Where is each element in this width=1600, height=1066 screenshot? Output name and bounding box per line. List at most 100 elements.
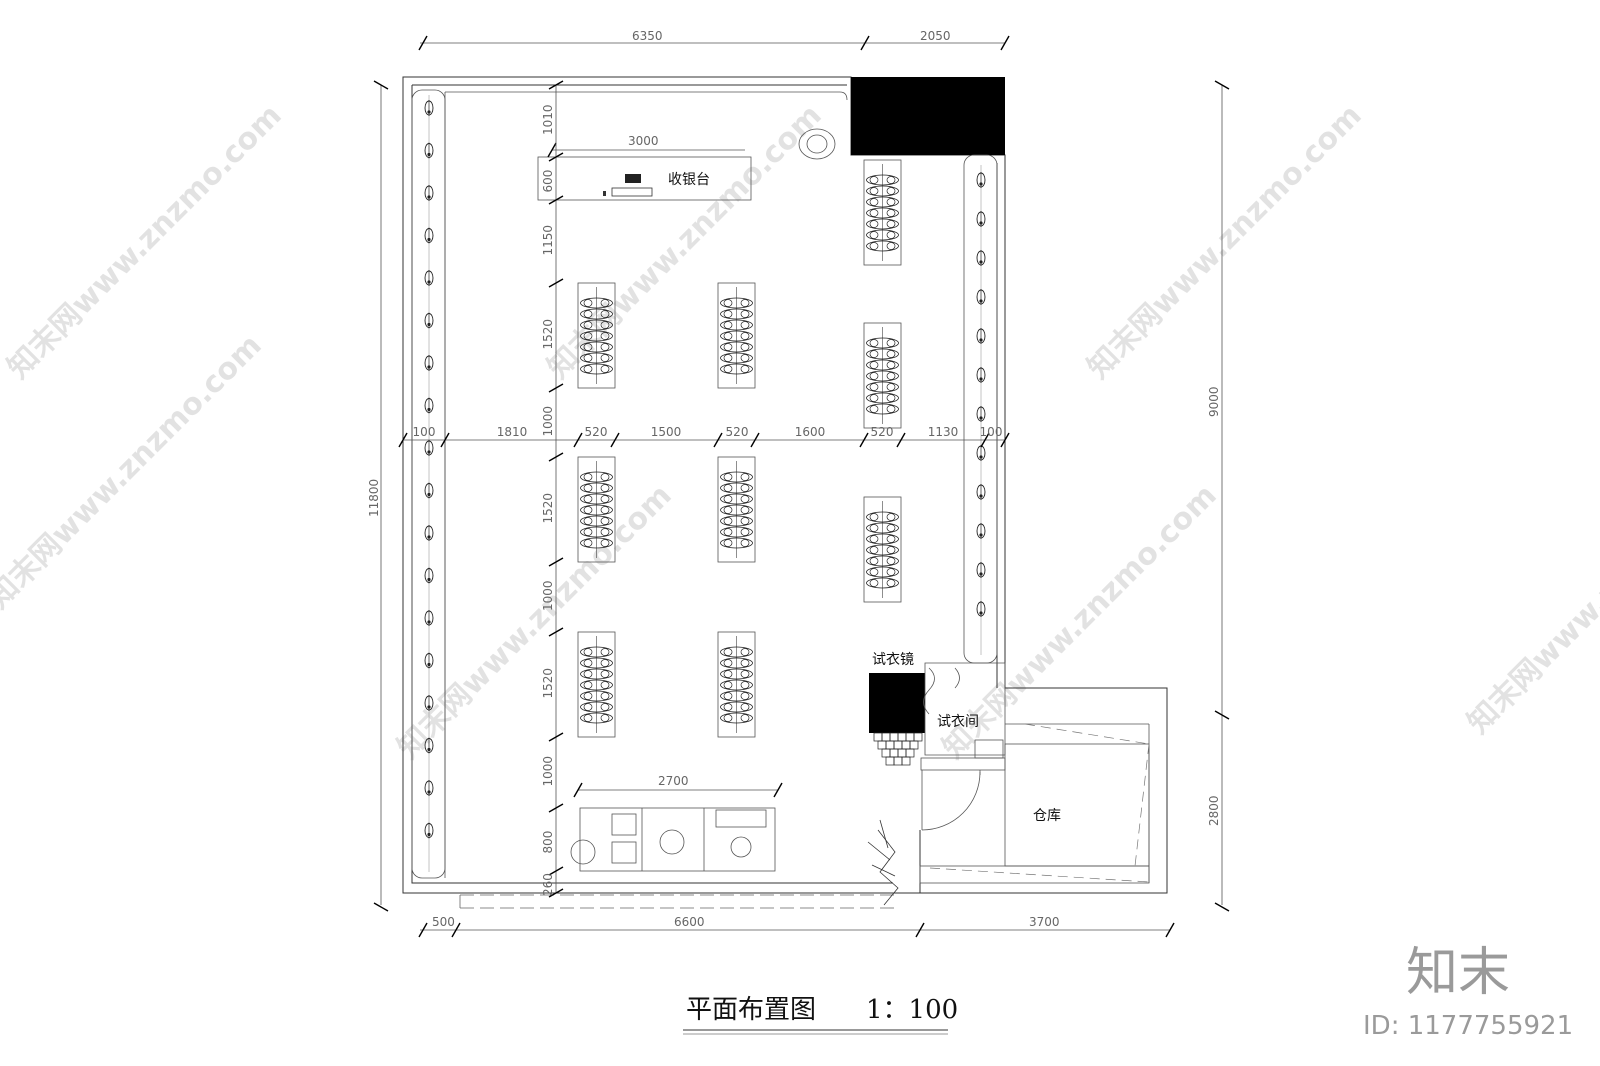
entrance — [459, 894, 895, 909]
hanger-icon — [976, 328, 986, 344]
outer-walls — [402, 76, 1168, 894]
dim-mid-segment: 100 — [980, 425, 1003, 439]
hanger-icon — [424, 822, 434, 839]
garment-icon — [580, 482, 613, 494]
dim-left-height: 11800 — [367, 479, 381, 517]
garment-icon — [866, 577, 899, 589]
garment-icon — [720, 515, 753, 527]
cashier-counter — [537, 156, 752, 201]
hanger-icon — [424, 100, 434, 116]
watermark-text: 知末网www.znzmo.com — [1461, 453, 1600, 741]
garment-icon — [866, 370, 899, 382]
garment-icon — [580, 471, 613, 483]
hanger-icon — [976, 406, 986, 422]
cashier-desk: 收银台 — [537, 156, 752, 201]
fitting-area: 试衣镜 试衣间 — [869, 652, 1006, 771]
fitting-mirror-label: 试衣镜 — [872, 652, 914, 668]
garment-icon — [580, 690, 613, 702]
dim-mid-segment: 1500 — [651, 425, 682, 439]
garment-icon — [866, 185, 899, 197]
warehouse-label: 仓库 — [1033, 808, 1061, 824]
garment-icon — [720, 701, 753, 713]
garment-icon — [866, 359, 899, 371]
fitting-curtain — [954, 667, 960, 689]
garment-icon — [580, 712, 613, 724]
dim-mid-segment: 1130 — [928, 425, 959, 439]
hanger-icon — [424, 355, 434, 371]
dim-top-right: 2050 — [920, 29, 951, 43]
dim-vertical-segment: 260 — [541, 873, 555, 896]
dim-bottom-middle: 6600 — [674, 915, 705, 929]
garment-icon — [580, 363, 613, 375]
shoe-box — [611, 813, 637, 836]
image-id-text: ID: 1177755921 — [1363, 1011, 1573, 1041]
fitting-curtain — [923, 667, 935, 715]
garment-icon — [720, 330, 753, 342]
garment-icon — [580, 701, 613, 713]
hanger-icon — [976, 445, 986, 461]
hanger-group — [976, 172, 986, 617]
hanger-icon — [976, 601, 986, 617]
hanger-icon — [976, 172, 986, 188]
garment-icon — [866, 229, 899, 241]
dim-vertical-segment: 1520 — [541, 319, 555, 350]
dim-mid-segment: 1810 — [497, 425, 528, 439]
watermark-text: 知末网www.znzmo.com — [391, 478, 679, 766]
dim-mid-segment: 100 — [413, 425, 436, 439]
garment-icon — [720, 679, 753, 691]
outer-wall-line — [402, 76, 1168, 894]
storage-shelf — [1004, 743, 1150, 867]
garment-icon — [720, 471, 753, 483]
display-bench — [570, 807, 776, 872]
garment-icon — [720, 308, 753, 320]
shoe-box — [611, 841, 637, 864]
clothing-rack — [863, 496, 902, 603]
hanger-icon — [424, 780, 434, 796]
garment-icon — [866, 566, 899, 578]
fitting-room-label: 试衣间 — [937, 714, 979, 730]
garment-icon — [720, 504, 753, 516]
garment-icon — [580, 341, 613, 353]
watermark-text: 知末网www.znzmo.com — [936, 478, 1224, 766]
bottom-dimensions: 500 6600 3700 — [418, 915, 1175, 938]
dim-mid-segment: 520 — [585, 425, 608, 439]
garment-icon — [580, 297, 613, 309]
shoe-box — [715, 809, 767, 828]
garment-icon — [580, 330, 613, 342]
garment-icon — [720, 712, 753, 724]
garment-icon — [580, 493, 613, 505]
garment-icon — [866, 555, 899, 567]
clothing-rack — [863, 159, 902, 266]
clothing-rack — [577, 631, 616, 738]
garment-icon — [866, 218, 899, 230]
mirror-floor-grid — [873, 732, 923, 766]
garment-icon — [720, 537, 753, 549]
chair-icon — [798, 128, 836, 160]
vertical-column-dimensions: 1010600115015201000152010001520100080026… — [541, 80, 564, 898]
cashier-dimension: 3000 — [547, 134, 745, 158]
hanger-group — [424, 100, 434, 839]
hanger-icon — [976, 367, 986, 383]
hanger-icon — [424, 567, 434, 584]
garment-icon — [720, 493, 753, 505]
fitting-mirror — [869, 673, 925, 733]
clothing-rack — [717, 456, 756, 563]
garment-icon — [580, 504, 613, 516]
hanger-icon — [976, 250, 986, 266]
dim-cashier: 3000 — [628, 134, 659, 148]
garment-icon — [720, 526, 753, 538]
clothing-rack — [577, 456, 616, 563]
dim-mid-segment: 520 — [871, 425, 894, 439]
left-dimension: 11800 — [367, 80, 389, 912]
drawing-title-block: 平面布置图 1：100 — [683, 995, 958, 1035]
garment-icon — [720, 363, 753, 375]
garment-icon — [866, 348, 899, 360]
garment-icon — [866, 544, 899, 556]
dim-vertical-segment: 600 — [541, 170, 555, 193]
hanger-icon — [424, 610, 434, 626]
monitor-icon — [611, 187, 653, 197]
hanger-icon — [424, 142, 434, 159]
dim-vertical-segment: 1010 — [541, 104, 555, 135]
